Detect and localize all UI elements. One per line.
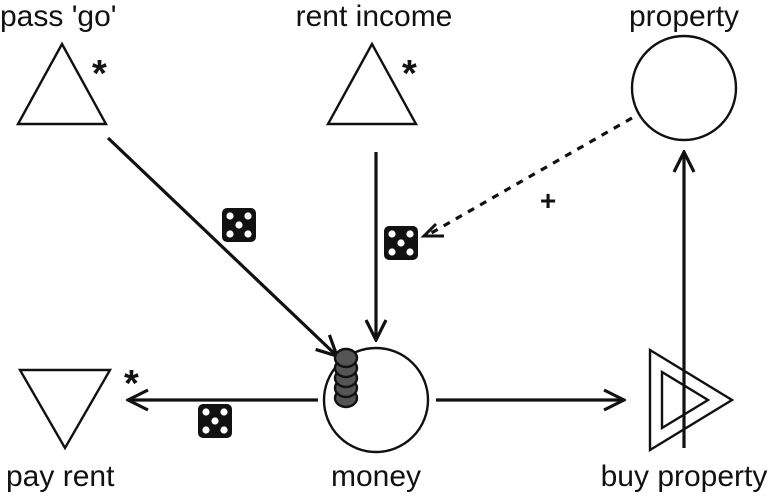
node-pass-go[interactable]: * pass 'go' [0, 0, 117, 126]
node-rent-income[interactable]: * rent income [296, 0, 453, 126]
rent-income-marker: * [402, 53, 417, 95]
modifier-plus-label: + [540, 185, 556, 216]
dice-five-icon [198, 404, 232, 438]
token-stack-icon [333, 347, 359, 409]
pass-go-marker: * [92, 53, 107, 95]
pass-go-label: pass 'go' [0, 0, 117, 33]
node-pay-rent[interactable]: * pay rent [6, 363, 139, 493]
pool-circle-icon [630, 34, 738, 142]
pay-rent-marker: * [124, 363, 139, 405]
converter-inner-triangle-icon [660, 369, 711, 431]
converter-outer-triangle-icon [648, 347, 735, 453]
dice-five-icon [384, 226, 418, 260]
edge-property-to-dice-modifier [425, 116, 633, 238]
buy-property-label: buy property [601, 460, 768, 493]
node-money[interactable]: money [322, 346, 430, 493]
drain-triangle-icon [17, 368, 113, 451]
money-label: money [331, 460, 421, 493]
node-buy-property[interactable]: buy property [601, 347, 768, 493]
rent-income-label: rent income [296, 0, 453, 33]
edge-pass-go-to-money [106, 136, 337, 356]
dice-five-icon [222, 208, 256, 242]
property-label: property [629, 0, 739, 33]
modifier-arrowhead [420, 222, 444, 238]
node-property[interactable]: property [629, 0, 739, 142]
source-triangle-icon [325, 41, 419, 126]
source-triangle-icon [15, 41, 109, 126]
pay-rent-label: pay rent [6, 460, 115, 493]
